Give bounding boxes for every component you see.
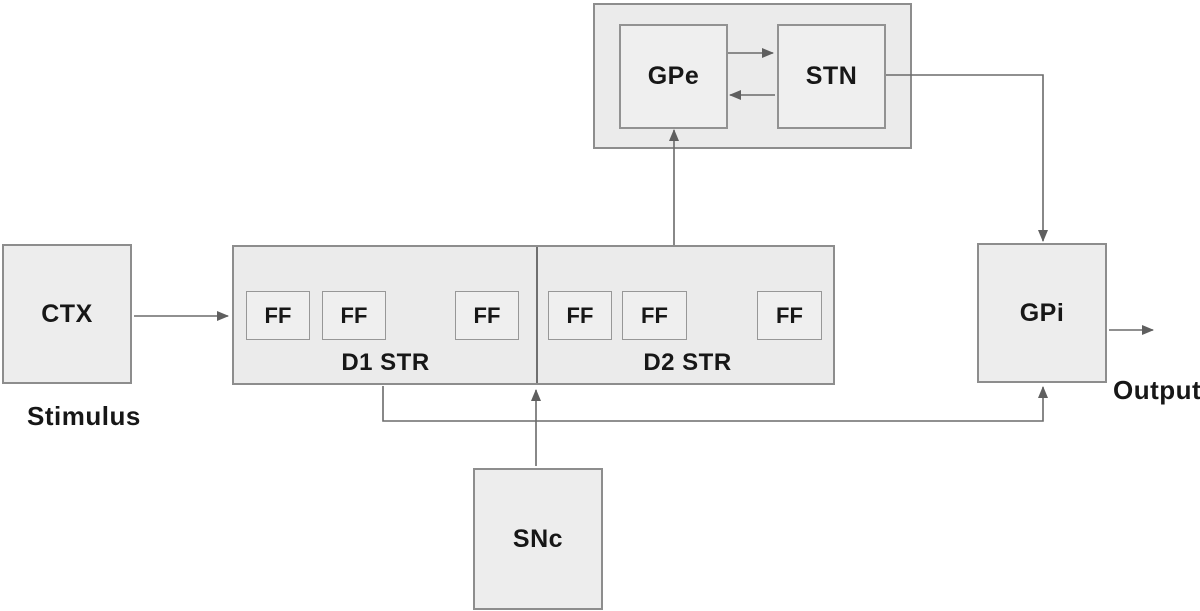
- ff-box: FF: [246, 291, 310, 340]
- d2-str-label: D2 STR: [643, 349, 732, 376]
- d1-d2-divider: [536, 247, 538, 383]
- gpe-stn-group: GPe STN: [593, 3, 912, 149]
- arrow-d1str-to-gpi: [382, 386, 1048, 422]
- ff-label: FF: [473, 302, 501, 328]
- node-snc: SNc: [473, 468, 603, 610]
- d1-str-label: D1 STR: [341, 349, 430, 376]
- ff-label: FF: [776, 302, 803, 328]
- ff-label: FF: [641, 302, 668, 328]
- ctx-label: CTX: [41, 299, 93, 328]
- ff-label: FF: [340, 302, 368, 328]
- node-stn: STN: [777, 24, 886, 129]
- ff-box: FF: [548, 291, 612, 340]
- stn-label: STN: [805, 62, 858, 90]
- ff-label: FF: [566, 302, 594, 328]
- ff-box: FF: [455, 291, 519, 340]
- ff-box: FF: [322, 291, 386, 340]
- stimulus-label: Stimulus: [27, 401, 141, 431]
- ff-box: FF: [757, 291, 822, 340]
- gpi-label: GPi: [1019, 298, 1065, 327]
- ff-box: FF: [622, 291, 687, 340]
- node-gpi: GPi: [977, 243, 1107, 383]
- node-gpe: GPe: [619, 24, 728, 129]
- ff-label: FF: [264, 302, 292, 328]
- output-label: Output: [1113, 375, 1200, 405]
- gpe-label: GPe: [647, 62, 700, 90]
- striatum-group: FF FF FF D1 STR FF FF FF D2 STR: [232, 245, 835, 385]
- snc-label: SNc: [512, 524, 564, 553]
- node-ctx: CTX: [2, 244, 132, 384]
